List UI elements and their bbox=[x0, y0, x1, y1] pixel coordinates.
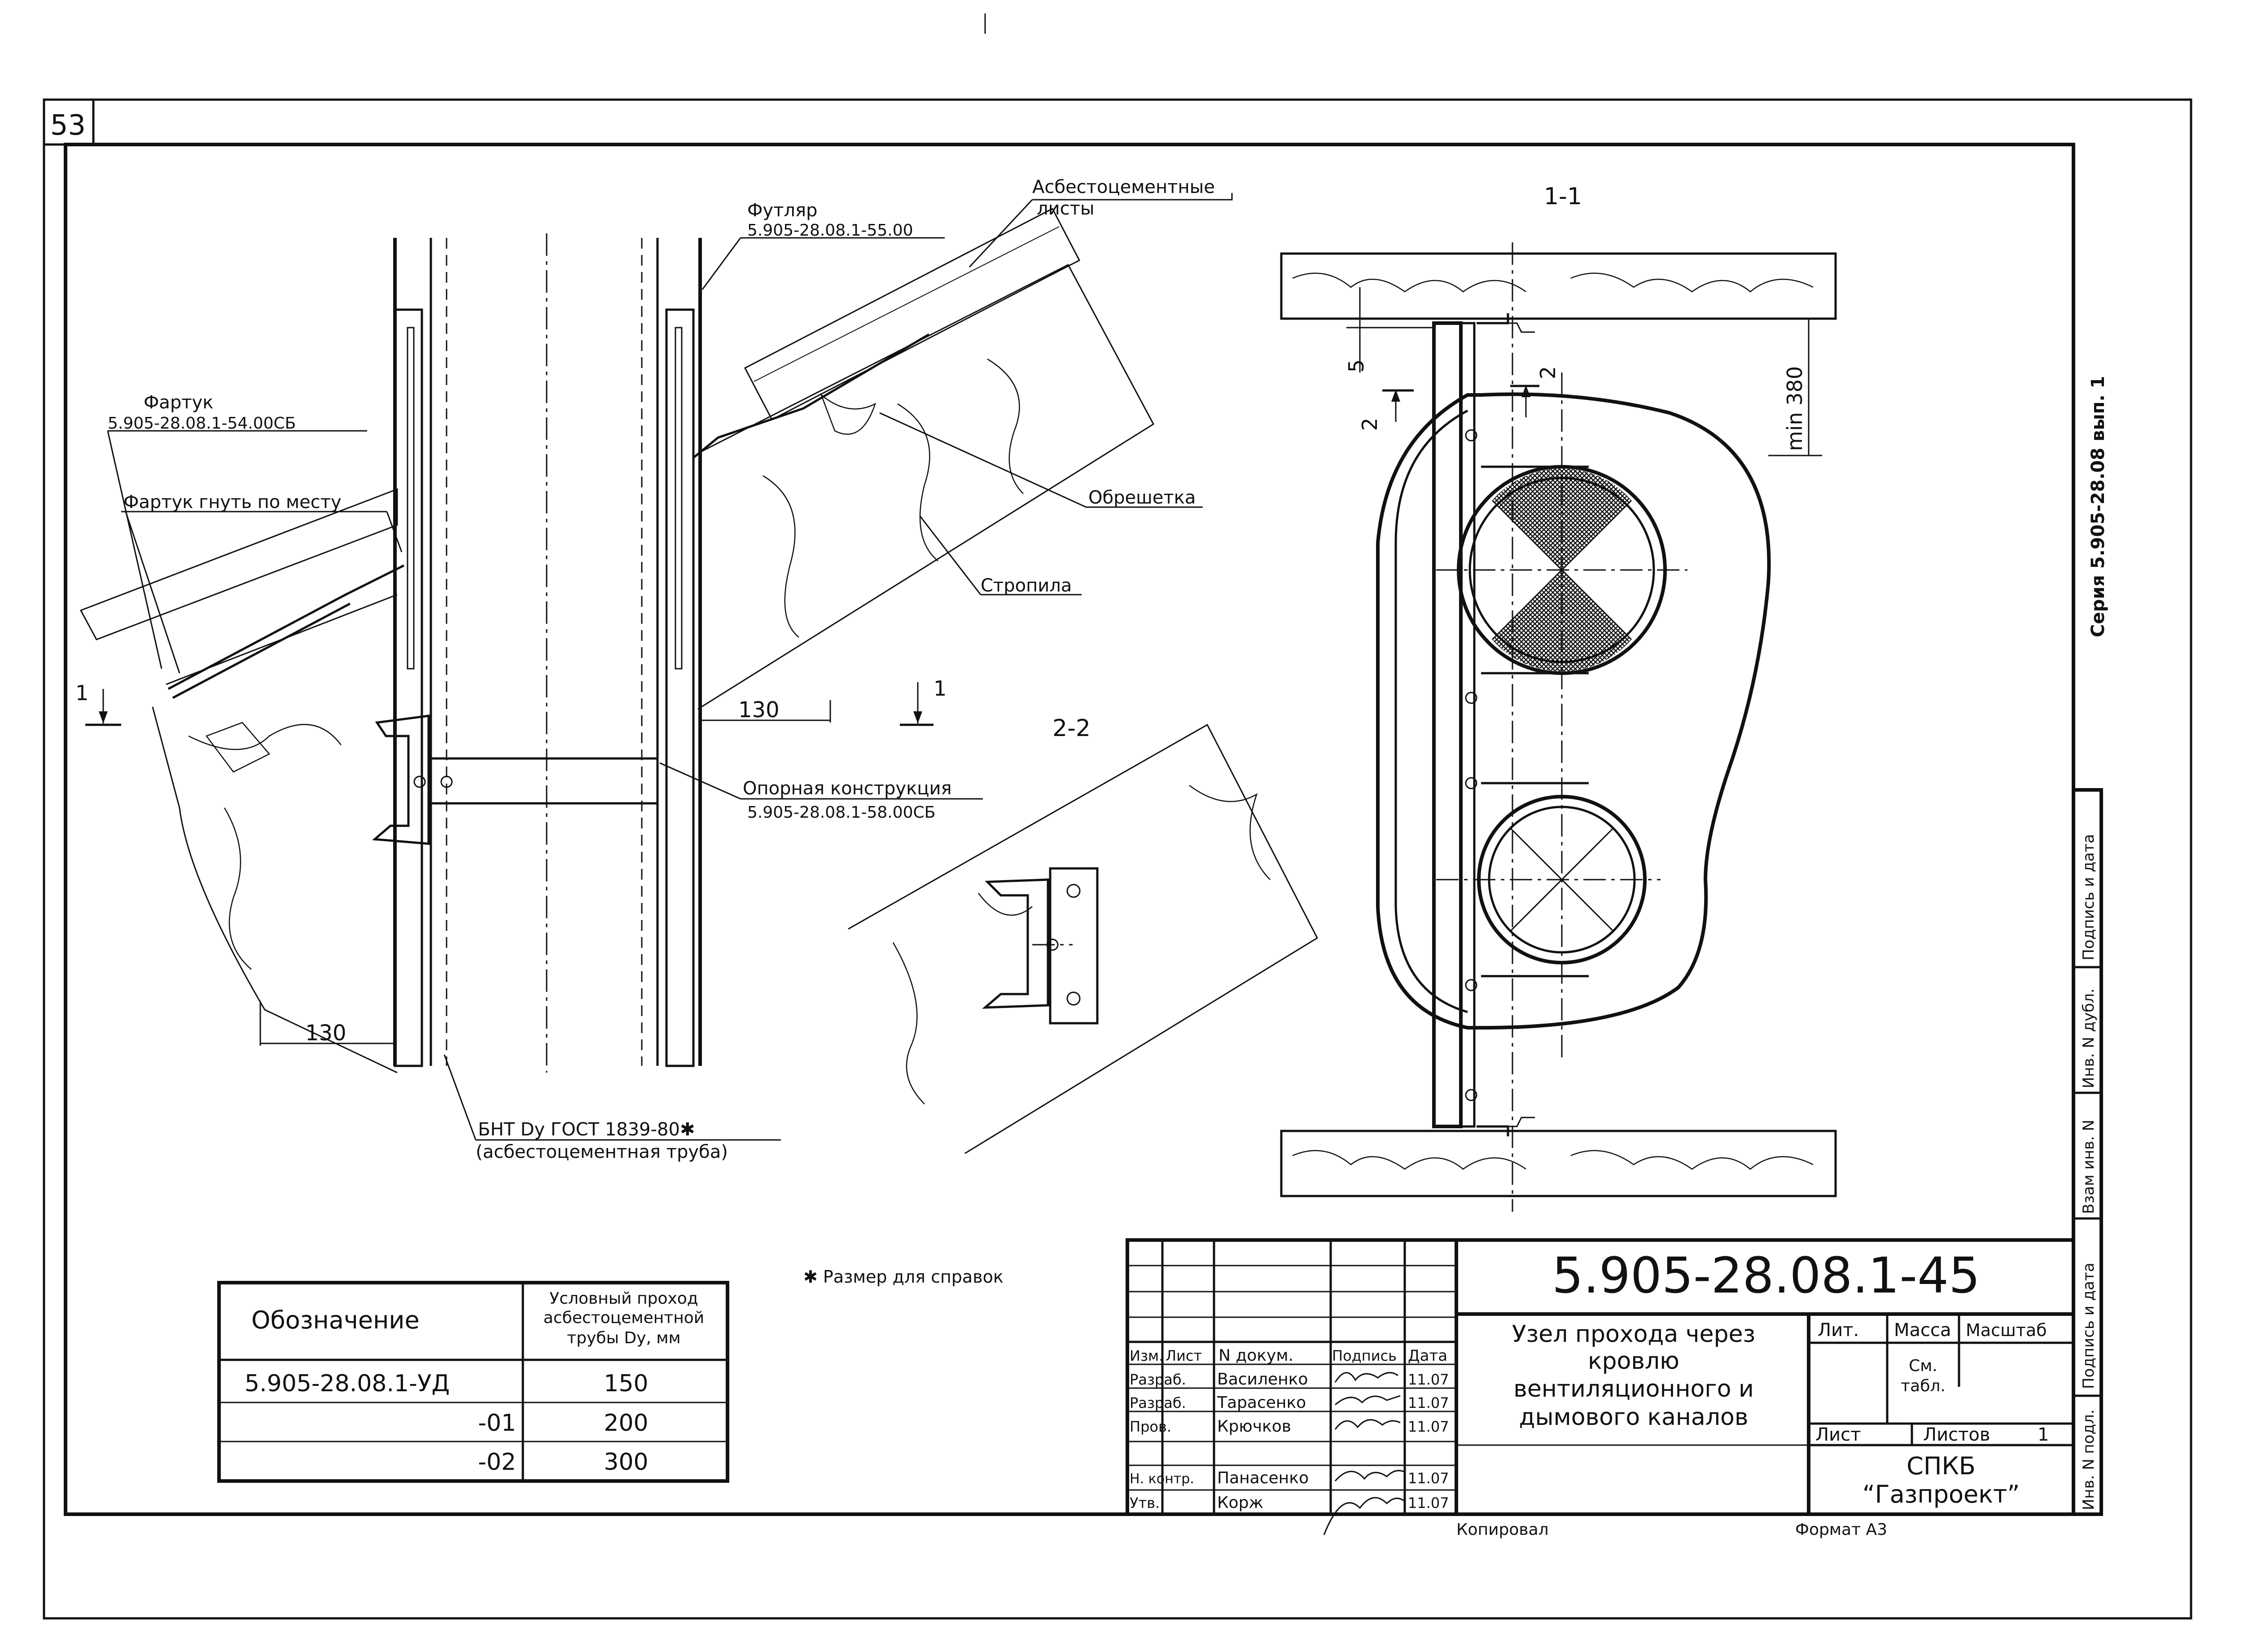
mass-label: Масса bbox=[1894, 1320, 1951, 1341]
sheet-label: Лист bbox=[1815, 1424, 1861, 1445]
table-header-bore-1: Условный проход bbox=[549, 1289, 698, 1308]
side-stamp-replace-inv: Взам инв. N bbox=[2080, 1120, 2098, 1214]
person-role: Утв. bbox=[1130, 1494, 1160, 1512]
person-date: 11.07 bbox=[1408, 1494, 1449, 1512]
series-label: Серия 5.905-28.08 вып. 1 bbox=[2088, 376, 2108, 637]
sheets-count: 1 bbox=[2038, 1424, 2049, 1445]
table-header-designation: Обозначение bbox=[251, 1306, 420, 1334]
label-apron: Фартук bbox=[144, 392, 213, 413]
table-row-designation: -02 bbox=[478, 1449, 516, 1476]
label-asbestos-sheets-2: листы bbox=[1037, 198, 1094, 219]
person-date: 11.07 bbox=[1408, 1470, 1449, 1487]
person-name: Василенко bbox=[1217, 1370, 1308, 1389]
section-1-1-title: 1-1 bbox=[1544, 183, 1582, 210]
cut-2-right-label: 2 bbox=[1536, 366, 1560, 379]
label-rafters: Стропила bbox=[981, 575, 1072, 596]
side-stamp bbox=[2072, 788, 2103, 1516]
col-sign: Подпись bbox=[1332, 1347, 1397, 1364]
drawing-title-1: Узел прохода через bbox=[1512, 1321, 1755, 1348]
col-izm: Изм. bbox=[1130, 1347, 1163, 1364]
person-date: 11.07 bbox=[1408, 1371, 1449, 1388]
cut-1-right-label: 1 bbox=[934, 676, 947, 701]
col-list: Лист bbox=[1166, 1347, 1202, 1364]
col-date: Дата bbox=[1408, 1347, 1447, 1365]
copied-label: Копировал bbox=[1456, 1521, 1549, 1539]
see-table-1: См. bbox=[1909, 1357, 1937, 1375]
label-apron-bend: Фартук гнуть по месту bbox=[123, 492, 342, 513]
label-support: Опорная конструкция bbox=[743, 778, 952, 799]
label-apron-code: 5.905-28.08.1-54.00СБ bbox=[108, 414, 296, 433]
see-table-2: табл. bbox=[1901, 1377, 1946, 1395]
person-date: 11.07 bbox=[1408, 1418, 1449, 1435]
signatures bbox=[1323, 1372, 1405, 1535]
table-row-value: 200 bbox=[604, 1410, 648, 1437]
label-asbestos-sheets: Асбестоцементные bbox=[1032, 177, 1215, 197]
drawing-title-4: дымового каналов bbox=[1519, 1404, 1748, 1431]
org-name-2: “Газпроект” bbox=[1863, 1480, 2020, 1508]
reference-note: ✱ Размер для справок bbox=[803, 1267, 1004, 1287]
drawing-code: 5.905-28.08.1-45 bbox=[1552, 1247, 1980, 1304]
label-pipe-2: (асбестоцементная труба) bbox=[476, 1142, 728, 1162]
cut-1-left-label: 1 bbox=[75, 681, 88, 705]
table-header-bore-2: асбестоцементной bbox=[543, 1309, 704, 1327]
spec-table bbox=[217, 1281, 729, 1483]
table-row-designation: -01 bbox=[478, 1410, 516, 1437]
person-date: 11.07 bbox=[1408, 1394, 1449, 1411]
page-number: 53 bbox=[50, 109, 86, 141]
drawing-title-2: кровлю bbox=[1588, 1348, 1679, 1375]
dimensions-section bbox=[1346, 287, 1822, 456]
person-role: Н. контр. bbox=[1130, 1471, 1194, 1487]
cut-2-left-label: 2 bbox=[1358, 418, 1382, 431]
section-1-1 bbox=[1280, 242, 1837, 1212]
table-row-designation: 5.905-28.08.1-УД bbox=[245, 1370, 450, 1397]
table-header-bore-3: трубы Dy, мм bbox=[567, 1329, 680, 1347]
section-2-2-title: 2-2 bbox=[1052, 715, 1091, 742]
section-2-2 bbox=[848, 723, 1318, 1154]
dim-130-bottom: 130 bbox=[305, 1021, 346, 1046]
main-view bbox=[79, 207, 1154, 1074]
side-stamp-orig-inv: Инв. N подл. bbox=[2080, 1409, 2098, 1510]
dim-130-top: 130 bbox=[738, 697, 780, 723]
format-label: Формат А3 bbox=[1795, 1521, 1887, 1539]
scale-label: Масштаб bbox=[1966, 1320, 2047, 1340]
drawing-title-3: вентиляционного и bbox=[1513, 1376, 1754, 1402]
label-sleeve-code: 5.905-28.08.1-55.00 bbox=[747, 221, 913, 240]
lit-label: Лит. bbox=[1818, 1320, 1859, 1341]
person-role: Разраб. bbox=[1130, 1394, 1186, 1411]
label-support-code: 5.905-28.08.1-58.00СБ bbox=[747, 803, 935, 822]
org-name-1: СПКБ bbox=[1907, 1452, 1976, 1480]
cut-marker-1 bbox=[85, 682, 934, 726]
person-role: Пров. bbox=[1130, 1418, 1171, 1435]
dim-min-380: min 380 bbox=[1783, 366, 1807, 451]
person-name: Тарасенко bbox=[1217, 1393, 1306, 1412]
person-name: Корж bbox=[1217, 1494, 1263, 1512]
person-name: Крючков bbox=[1217, 1417, 1291, 1436]
sheets-label: Листов bbox=[1923, 1424, 1990, 1445]
table-row-value: 150 bbox=[604, 1370, 648, 1397]
side-stamp-dup-inv: Инв. N дубл. bbox=[2080, 988, 2098, 1088]
label-pipe: БНТ Dy ГОСТ 1839-80✱ bbox=[478, 1119, 695, 1140]
col-doc: N докум. bbox=[1218, 1346, 1293, 1365]
side-stamp-sign-date-2: Подпись и дата bbox=[2080, 1262, 2098, 1389]
side-stamp-sign-date-1: Подпись и дата bbox=[2080, 834, 2098, 960]
leaders-main bbox=[107, 193, 1233, 1141]
dim-5: 5 bbox=[1344, 359, 1368, 372]
person-role: Разраб. bbox=[1130, 1371, 1186, 1388]
table-row-value: 300 bbox=[604, 1449, 648, 1476]
label-sleeve: Футляр bbox=[747, 200, 817, 221]
dimensions-main bbox=[259, 700, 831, 1046]
person-name: Панасенко bbox=[1217, 1469, 1309, 1487]
label-lathing: Обрешетка bbox=[1088, 487, 1196, 508]
